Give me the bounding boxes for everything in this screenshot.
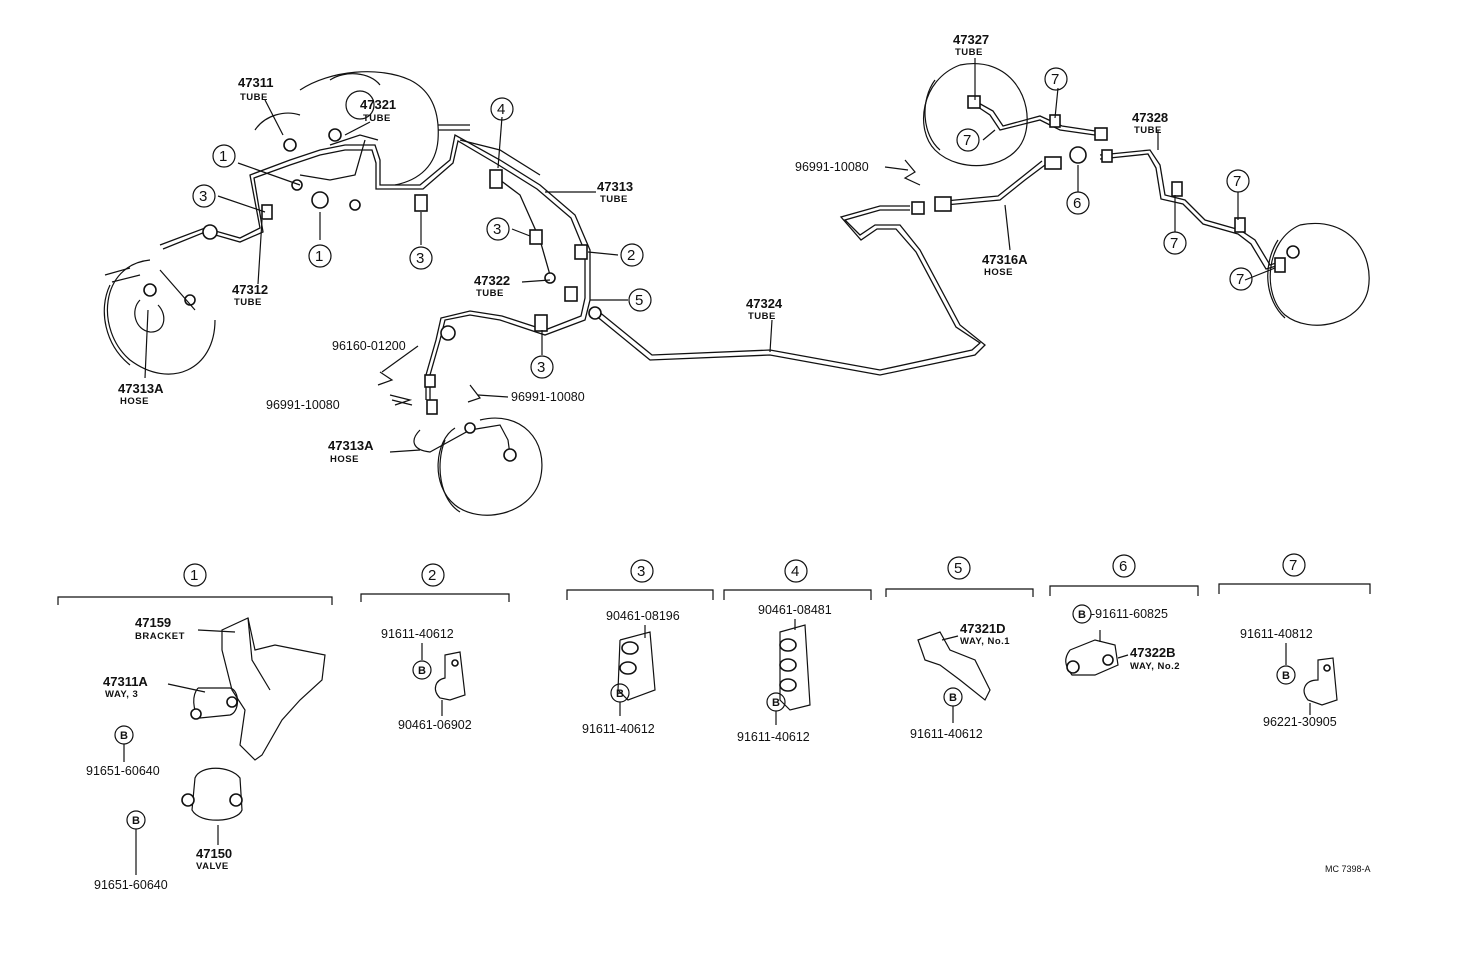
rear-right-drum-lower (1267, 222, 1370, 326)
callout-1-b: 1 (315, 248, 323, 265)
label-47311: 47311 (238, 75, 273, 90)
callouts: 1 1 3 3 3 3 4 2 5 6 7 7 7 7 7 (192, 67, 1253, 379)
detail-5-bottom: 91611-40612 (910, 727, 983, 741)
label-96991-right: 96991-10080 (795, 160, 869, 174)
detail-3-top: 90461-08196 (606, 609, 680, 623)
detail-panel-1: 1 47159 BRACKET 47311A WAY, 3 B 91651-60… (57, 563, 333, 892)
label-47313A-center: 47313A (328, 438, 374, 453)
detail-2-bottom: 90461-06902 (398, 718, 472, 732)
left-drum (103, 259, 216, 375)
callout-5: 5 (635, 292, 643, 309)
label-47312-sub: TUBE (234, 297, 262, 308)
leader-lines (144, 58, 1276, 453)
fittings (202, 95, 1300, 415)
detail-1-bracket-sub: BRACKET (135, 631, 185, 642)
detail-1-bolt2: 91651-60640 (94, 878, 168, 892)
label-47316A-sub: HOSE (984, 267, 1013, 278)
detail-7-bottom: 96221-30905 (1263, 715, 1337, 729)
callout-2: 2 (627, 247, 635, 264)
diagram-code: MC 7398-A (1325, 864, 1371, 874)
detail-1-num: 1 (190, 567, 198, 584)
callout-3-b: 3 (416, 250, 424, 267)
label-47311-sub: TUBE (240, 92, 268, 103)
detail-6-part: 47322B (1130, 645, 1176, 660)
label-47321-sub: TUBE (363, 113, 391, 124)
label-96160: 96160-01200 (332, 339, 406, 353)
detail-4-top: 90461-08481 (758, 603, 832, 617)
detail-1-way: 47311A (103, 674, 148, 689)
callout-7-c: 7 (1233, 173, 1241, 190)
detail-1-bolt1: 91651-60640 (86, 764, 160, 778)
label-96991-center-right: 96991-10080 (511, 390, 585, 404)
center-drum (413, 417, 543, 516)
label-47313: 47313 (597, 179, 633, 194)
label-47322-sub: TUBE (476, 288, 504, 299)
label-47328-sub: TUBE (1134, 125, 1162, 136)
label-47313-sub: TUBE (600, 194, 628, 205)
detail-6-b: B (1078, 609, 1086, 621)
detail-5-num: 5 (954, 560, 962, 577)
label-47312: 47312 (232, 282, 268, 297)
detail-6-num: 6 (1119, 558, 1127, 575)
label-47327-sub: TUBE (955, 47, 983, 58)
callout-7-e: 7 (1236, 271, 1244, 288)
callout-4: 4 (497, 101, 505, 118)
detail-5-b: B (949, 692, 957, 704)
detail-1-b1: B (120, 730, 128, 742)
detail-2-num: 2 (428, 567, 436, 584)
detail-5-part: 47321D (960, 621, 1006, 636)
detail-panel-6: 6 B -91611-60825 47322B WAY, No.2 (1049, 554, 1199, 676)
detail-1-bracket: 47159 (135, 615, 171, 630)
detail-1-way-sub: WAY, 3 (105, 689, 138, 700)
callout-3-d: 3 (537, 359, 545, 376)
callout-7-a: 7 (1051, 71, 1059, 88)
detail-3-num: 3 (637, 563, 645, 580)
callout-7-d: 7 (1170, 235, 1178, 252)
detail-panel-5: 5 47321D WAY, No.1 B 91611-40612 (885, 556, 1034, 741)
detail-1-b2: B (132, 815, 140, 827)
detail-6-bolt: -91611-60825 (1091, 607, 1168, 621)
label-47321: 47321 (360, 97, 396, 112)
part-labels: 47311 TUBE 47321 TUBE 47312 TUBE 47313 T… (118, 32, 1168, 465)
detail-1-valve-sub: VALVE (196, 861, 229, 872)
label-47324: 47324 (746, 296, 783, 311)
callout-3-c: 3 (493, 221, 501, 238)
label-47316A: 47316A (982, 252, 1028, 267)
detail-5-part-sub: WAY, No.1 (960, 636, 1010, 647)
callout-3-a: 3 (199, 188, 207, 205)
callout-1-a: 1 (219, 148, 227, 165)
rear-right-drum-upper (923, 63, 1028, 167)
label-96991-center-left: 96991-10080 (266, 398, 340, 412)
label-47324-sub: TUBE (748, 311, 776, 322)
detail-2-top: 91611-40612 (381, 627, 454, 641)
brake-booster (254, 71, 470, 186)
detail-7-b: B (1282, 670, 1290, 682)
detail-panel-3: 3 90461-08196 B 91611-40612 (566, 559, 714, 736)
callout-6: 6 (1073, 195, 1081, 212)
detail-6-part-sub: WAY, No.2 (1130, 661, 1180, 672)
brake-tubes (159, 100, 1286, 400)
detail-3-bottom: 91611-40612 (582, 722, 655, 736)
callout-7-b: 7 (963, 132, 971, 149)
detail-3-b: B (616, 688, 624, 700)
label-47313A-left: 47313A (118, 381, 164, 396)
detail-4-num: 4 (791, 563, 799, 580)
label-47313A-left-sub: HOSE (120, 396, 149, 407)
detail-7-num: 7 (1289, 557, 1297, 574)
detail-panel-2: 2 91611-40612 B 90461-06902 (360, 563, 510, 732)
label-47327: 47327 (953, 32, 989, 47)
detail-2-b: B (418, 665, 426, 677)
detail-4-bottom: 91611-40612 (737, 730, 810, 744)
label-47313A-center-sub: HOSE (330, 454, 359, 465)
label-47322: 47322 (474, 273, 510, 288)
detail-7-top: 91611-40812 (1240, 627, 1313, 641)
label-47328: 47328 (1132, 110, 1168, 125)
detail-1-valve: 47150 (196, 846, 232, 861)
detail-panel-4: 4 90461-08481 B 91611-40612 (723, 559, 872, 744)
detail-4-b: B (772, 697, 780, 709)
detail-panel-7: 7 91611-40812 B 96221-30905 (1218, 553, 1371, 729)
